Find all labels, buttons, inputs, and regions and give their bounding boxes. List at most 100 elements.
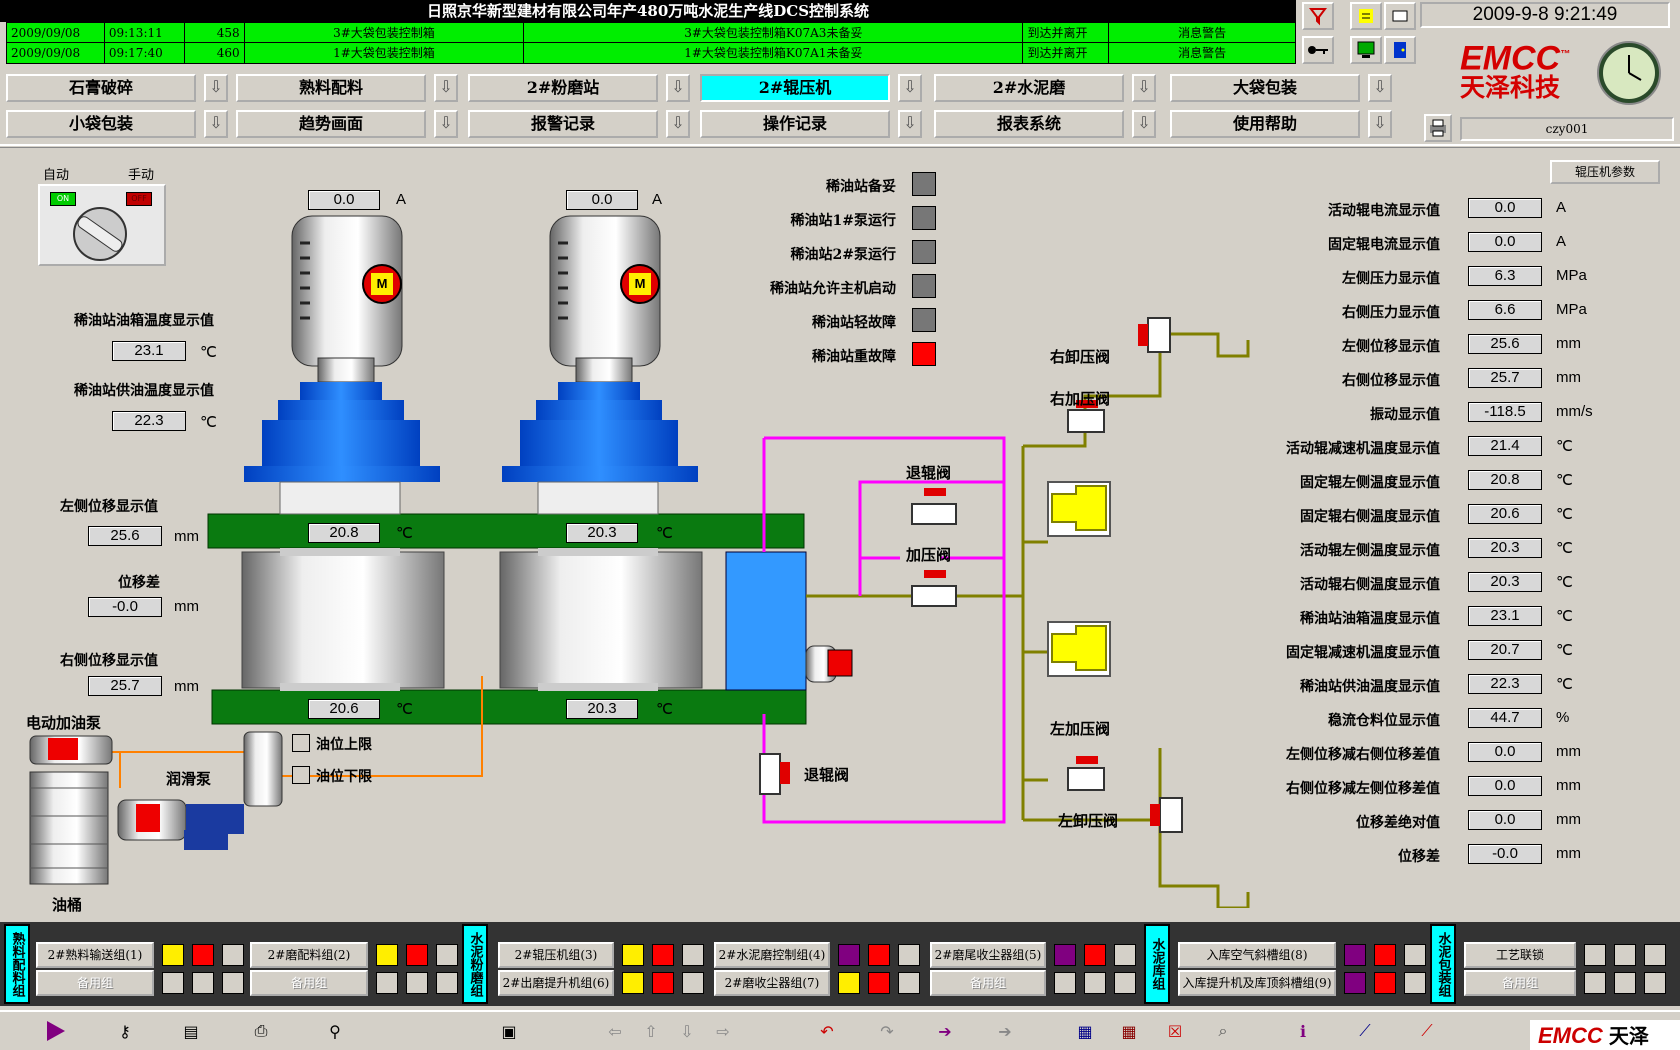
nav-dropdown-icon[interactable]: ⇩ [434,110,458,138]
rotary-knob-icon[interactable] [70,206,130,262]
alarm-time: 09:13:11 [105,23,185,42]
key-icon[interactable] [1302,36,1334,64]
on-indicator: ON [50,192,76,206]
group-button[interactable]: 入库提升机及库顶斜槽组(9) [1178,970,1336,996]
param-value: 20.3 [1468,572,1542,592]
param-label: 固定辊右侧温度显示值 [1300,509,1440,525]
nav-dropdown-icon[interactable]: ⇩ [434,74,458,102]
alarm-time: 09:17:40 [105,43,185,63]
group-status-square [1084,972,1106,994]
group-button[interactable]: 备用组 [250,970,368,996]
nav-dropdown-icon[interactable]: ⇩ [204,110,228,138]
nav-button[interactable]: 大袋包装 [1170,74,1360,102]
arrow-right-icon[interactable]: ⇨ [716,1021,730,1041]
group-button[interactable]: 工艺联锁 [1464,942,1576,968]
nav-button[interactable]: 2#水泥磨 [934,74,1124,102]
group-button[interactable]: 2#辊压机组(3) [498,942,614,968]
tool-icon[interactable]: ⚲ [329,1021,341,1041]
search-icon[interactable]: ⌕ [1218,1021,1228,1040]
printer-icon[interactable] [1424,114,1452,142]
group-button[interactable]: 备用组 [36,970,154,996]
param-unit: % [1556,709,1570,726]
group-button[interactable]: 2#熟料输送组(1) [36,942,154,968]
group-status-square [1114,972,1136,994]
group-tag: 水泥库组 [1144,924,1170,1004]
group-button[interactable]: 备用组 [930,970,1046,996]
chart-icon[interactable]: ⟋ [1359,1021,1371,1040]
nav-dropdown-icon[interactable]: ⇩ [1132,74,1156,102]
group-button[interactable]: 入库空气斜槽组(8) [1178,942,1336,968]
forward-disabled-icon[interactable]: ➔ [998,1021,1012,1041]
motor-2-badge-icon[interactable]: M [620,264,660,304]
key-icon[interactable]: ⚷ [119,1021,131,1041]
monitor-icon[interactable] [1350,36,1382,64]
alarm-row[interactable]: 2009/09/08 09:17:40 460 1#大袋包装控制箱 1#大袋包装… [7,43,1295,63]
group-status-square [222,944,244,966]
arrow-down-icon[interactable]: ⇩ [680,1021,694,1041]
param-value: 20.7 [1468,640,1542,660]
arrow-left-icon[interactable]: ⇦ [608,1021,622,1041]
nav-dropdown-icon[interactable]: ⇩ [898,110,922,138]
alarm-filter-icon[interactable] [1302,2,1334,30]
retract-valve-label: 退辊阀 [906,464,952,482]
nav-dropdown-icon[interactable]: ⇩ [666,110,690,138]
roller-press-params-button[interactable]: 辊压机参数 [1550,160,1660,184]
redo-icon[interactable]: ↷ [880,1021,894,1041]
group-status-square [838,972,860,994]
print-icon[interactable]: ⎙ [254,1021,268,1040]
alarm-code: 458 [185,23,245,42]
alarm-source: 1#大袋包装控制箱 [245,43,525,63]
view-icon-2[interactable]: ▦ [1121,1021,1137,1041]
alarm-list[interactable]: 2009/09/08 09:13:11 458 3#大袋包装控制箱 3#大袋包装… [6,22,1296,64]
param-unit: ℃ [1556,608,1573,625]
nav-dropdown-icon[interactable]: ⇩ [204,74,228,102]
nav-button[interactable]: 操作记录 [700,110,890,138]
report-icon[interactable]: ▤ [183,1021,199,1041]
group-button[interactable]: 2#出磨提升机组(6) [498,970,614,996]
nav-dropdown-icon[interactable]: ⇩ [1132,110,1156,138]
info-icon[interactable]: ℹ [1299,1021,1307,1041]
alarm-list-icon[interactable] [1350,2,1382,30]
nav-button[interactable]: 2#辊压机 [700,74,890,102]
motor-1-badge-icon[interactable]: M [362,264,402,304]
nav-button[interactable]: 报表系统 [934,110,1124,138]
param-label: 稀油站油箱温度显示值 [1300,611,1440,627]
nav-button[interactable]: 石膏破碎 [6,74,196,102]
alarm-message: 1#大袋包装控制箱K07A1未备妥 [524,43,1024,63]
exit-door-icon[interactable] [1384,36,1416,64]
alarm-type: 消息警告 [1178,26,1227,40]
undo-icon[interactable]: ↶ [820,1021,834,1041]
group-button[interactable]: 2#水泥磨控制组(4) [714,942,830,968]
group-button[interactable]: 2#磨配料组(2) [250,942,368,968]
group-status-square [1614,944,1636,966]
nav-button[interactable]: 2#粉磨站 [468,74,658,102]
disp-diff-label: 位移差 [118,575,160,591]
document-icon[interactable]: ▣ [501,1021,517,1041]
param-value: 6.3 [1468,266,1542,286]
nav-dropdown-icon[interactable]: ⇩ [666,74,690,102]
param-value: 23.1 [1468,606,1542,626]
nav-button[interactable]: 趋势画面 [236,110,426,138]
nav-dropdown-icon[interactable]: ⇩ [1368,110,1392,138]
param-unit: MPa [1556,301,1587,318]
nav-dropdown-icon[interactable]: ⇩ [1368,74,1392,102]
nav-button[interactable]: 报警记录 [468,110,658,138]
param-label: 右侧位移减左侧位移差值 [1286,781,1440,797]
play-icon[interactable] [40,1016,70,1046]
forward-icon[interactable]: ➔ [938,1021,952,1041]
nav-button[interactable]: 熟料配料 [236,74,426,102]
group-button[interactable]: 2#磨尾收尘器组(5) [930,942,1046,968]
nav-button[interactable]: 小袋包装 [6,110,196,138]
group-button[interactable]: 2#磨收尘器组(7) [714,970,830,996]
nav-dropdown-icon[interactable]: ⇩ [898,74,922,102]
param-unit: ℃ [1556,438,1573,455]
alarm-ack-icon[interactable] [1384,2,1416,30]
group-button[interactable]: 备用组 [1464,970,1576,996]
trend-icon[interactable]: ⟋ [1421,1021,1433,1040]
alarm-row[interactable]: 2009/09/08 09:13:11 458 3#大袋包装控制箱 3#大袋包装… [7,23,1295,43]
mode-switch[interactable]: ON OFF [38,184,166,266]
view-icon-1[interactable]: ▦ [1077,1021,1093,1041]
arrow-up-icon[interactable]: ⇧ [644,1021,658,1041]
nav-button[interactable]: 使用帮助 [1170,110,1360,138]
view-icon-3[interactable]: ☒ [1167,1021,1183,1041]
